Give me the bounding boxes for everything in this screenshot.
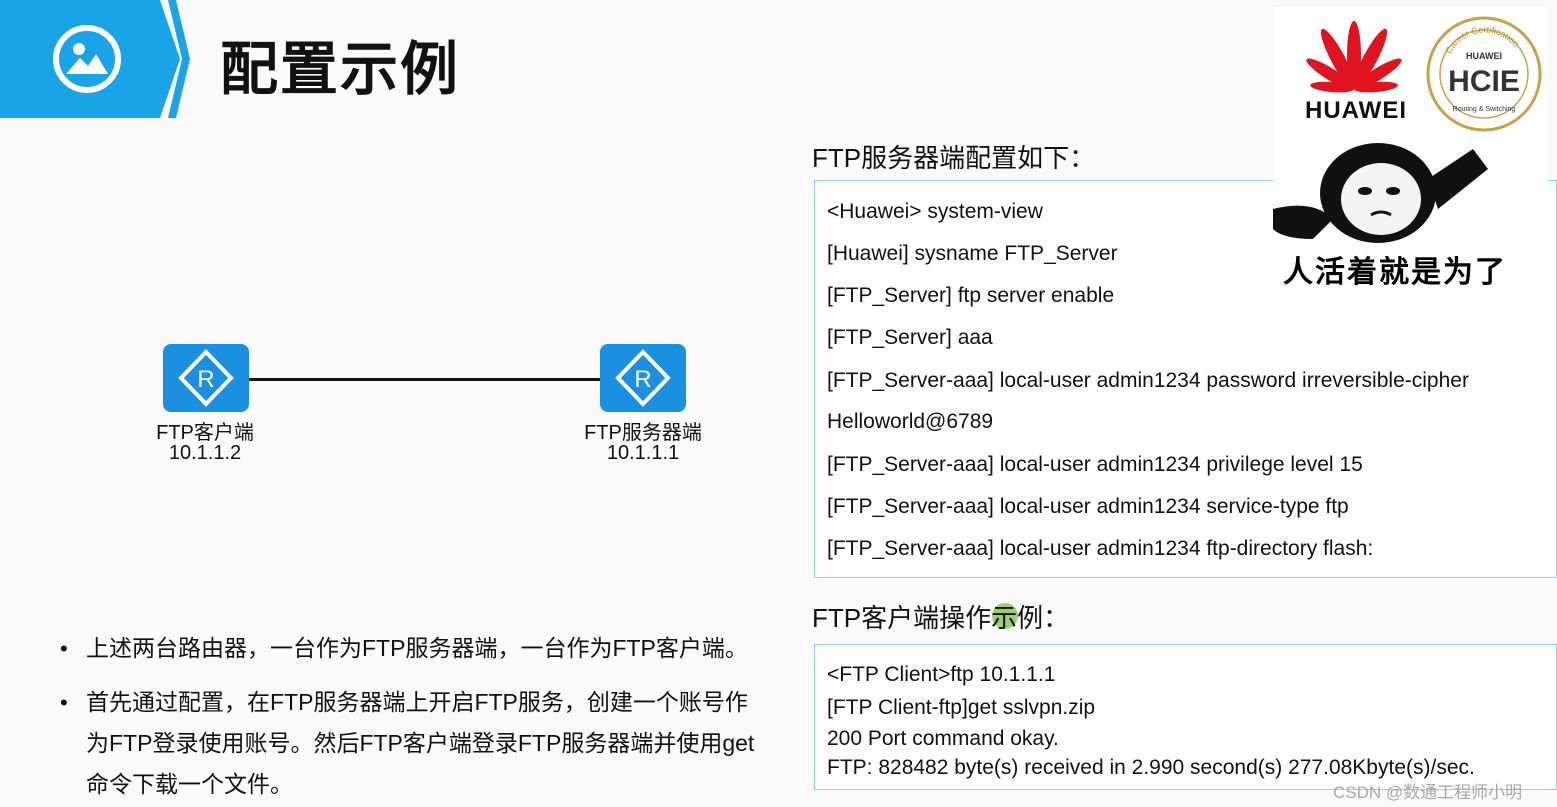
client-config-line: <FTP Client>ftp 10.1.1.1 [827, 663, 1056, 686]
server-config-line: [Huawei] sysname FTP_Server [827, 242, 1118, 265]
image-icon [53, 25, 121, 93]
logo-panel: HUAWEI Career Certification HUAWEI HCIE … [1273, 7, 1548, 290]
watermark: CSDN @数通工程师小明 [1333, 783, 1523, 802]
client-config-line: FTP: 828482 byte(s) received in 2.990 se… [827, 756, 1475, 779]
client-label: FTP客户端 [156, 422, 254, 444]
server-config-line: Helloworld@6789 [827, 410, 994, 433]
bullet-line: 上述两台路由器，一台作为FTP服务器端，一台作为FTP客户端。 [86, 635, 748, 661]
server-config-line: [FTP_Server-aaa] local-user admin1234 pr… [827, 453, 1363, 476]
huawei-logo-icon [1306, 21, 1402, 93]
server-config-line: [FTP_Server-aaa] local-user admin1234 se… [827, 495, 1349, 518]
banner-arrow [150, 0, 190, 118]
highlight-dot [992, 603, 1018, 629]
server-label: FTP服务器端 [584, 422, 702, 444]
seal-sub-text: Routing & Switching [1453, 106, 1516, 113]
client-config-box: <FTP Client>ftp 10.1.1.1 [FTP Client-ftp… [814, 644, 1557, 790]
server-router-icon: R [600, 344, 686, 412]
bullet-text: 上述两台路由器，一台作为FTP服务器端，一台作为FTP客户端。 [86, 628, 748, 669]
server-config-heading: FTP服务器端配置如下： [812, 143, 1096, 173]
server-router-glyph: R [634, 366, 651, 393]
bullet-text: 首先通过配置，在FTP服务器端上开启FTP服务，创建一个账号作 为FTP登录使用… [86, 682, 754, 805]
client-ip: 10.1.1.2 [168, 442, 242, 464]
client-router-glyph: R [197, 366, 214, 393]
hcie-seal-icon: Career Certification HUAWEI HCIE Routing… [1426, 16, 1542, 132]
panda-meme-icon [1273, 143, 1488, 243]
bullet-line: 首先通过配置，在FTP服务器端上开启FTP服务，创建一个账号作 [86, 689, 748, 715]
bullet-dot: • [60, 690, 68, 715]
client-config-line: 200 Port command okay. [827, 727, 1059, 750]
seal-brand-text: HUAWEI [1466, 51, 1502, 61]
bullet-line: 命令下载一个文件。 [86, 771, 293, 797]
server-ip: 10.1.1.1 [606, 442, 680, 464]
page-title: 配置示例 [220, 35, 461, 103]
server-config-line: [FTP_Server] aaa [827, 326, 993, 349]
client-router-icon: R [163, 344, 249, 412]
link-line [248, 378, 602, 381]
server-config-line: [FTP_Server-aaa] local-user admin1234 pa… [827, 369, 1469, 392]
server-config-line: <Huawei> system-view [827, 200, 1043, 223]
seal-main-text: HCIE [1448, 65, 1520, 98]
client-config-heading: FTP客户端操作示例： [812, 603, 1070, 633]
server-config-line: [FTP_Server-aaa] local-user admin1234 ft… [827, 537, 1374, 560]
huawei-brand-text: HUAWEI [1305, 97, 1407, 124]
meme-caption: 人活着就是为了 [1283, 255, 1507, 290]
bullet-dot: • [60, 636, 68, 661]
bullet-line: 为FTP登录使用账号。然后FTP客户端登录FTP服务器端并使用get [86, 730, 755, 756]
server-config-line: [FTP_Server] ftp server enable [827, 284, 1115, 307]
client-config-line: [FTP Client-ftp]get sslvpn.zip [827, 696, 1096, 719]
